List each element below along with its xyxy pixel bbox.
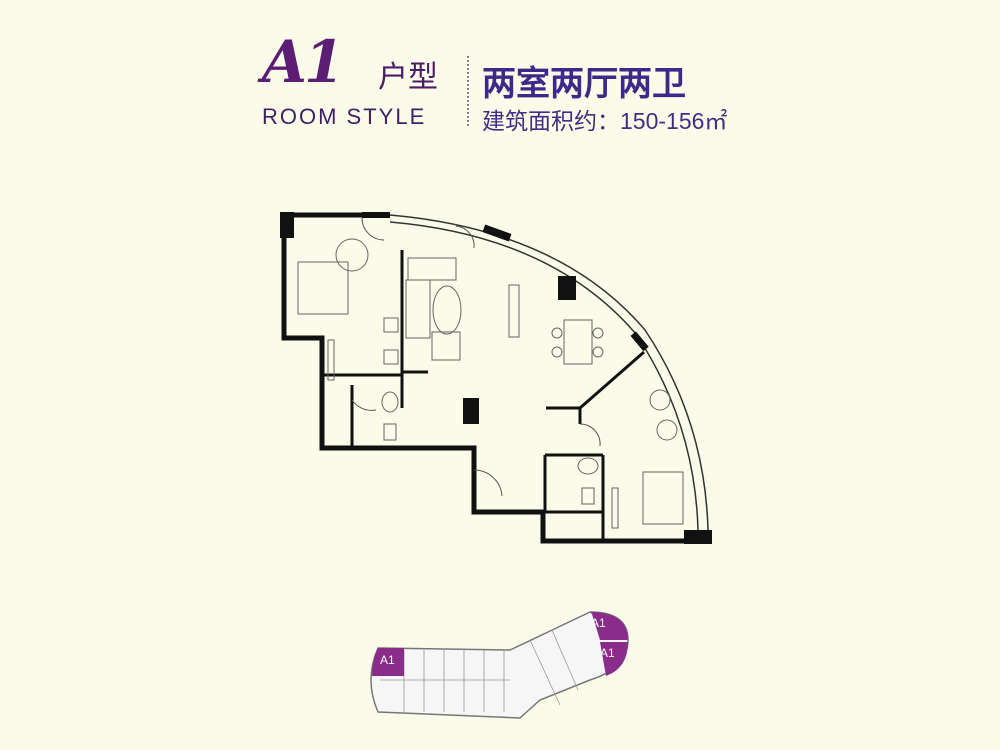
layout-title: 两室两厅两卫	[482, 65, 686, 103]
unit-tag-bottom-right: A1	[600, 646, 615, 660]
area-label: 建筑面积约：150-156㎡	[482, 108, 728, 134]
curved-facade	[389, 214, 709, 531]
wall-blocks	[280, 212, 712, 544]
key-plan-unit-bottom-right	[600, 642, 628, 676]
exterior-walls	[281, 212, 700, 544]
interior-walls	[322, 250, 645, 541]
unit-tag-left: A1	[380, 653, 395, 667]
title-divider	[467, 56, 469, 126]
furniture	[297, 238, 684, 529]
room-style-label: ROOM STYLE	[262, 104, 427, 129]
key-plan: A1 A1 A1	[370, 611, 629, 719]
key-plan-unit-left	[372, 648, 404, 676]
doors	[351, 217, 601, 497]
unit-type-suffix: 户型	[378, 61, 438, 94]
unit-logo: A1	[262, 28, 344, 96]
key-plan-unit-top-right	[590, 612, 628, 640]
floor-plan	[280, 212, 712, 544]
title-block: A1 户型 ROOM STYLE 两室两厅两卫 建筑面积约：150-156㎡	[0, 0, 1000, 140]
unit-tag-top-right: A1	[591, 616, 606, 630]
key-plan-outline	[370, 611, 629, 719]
